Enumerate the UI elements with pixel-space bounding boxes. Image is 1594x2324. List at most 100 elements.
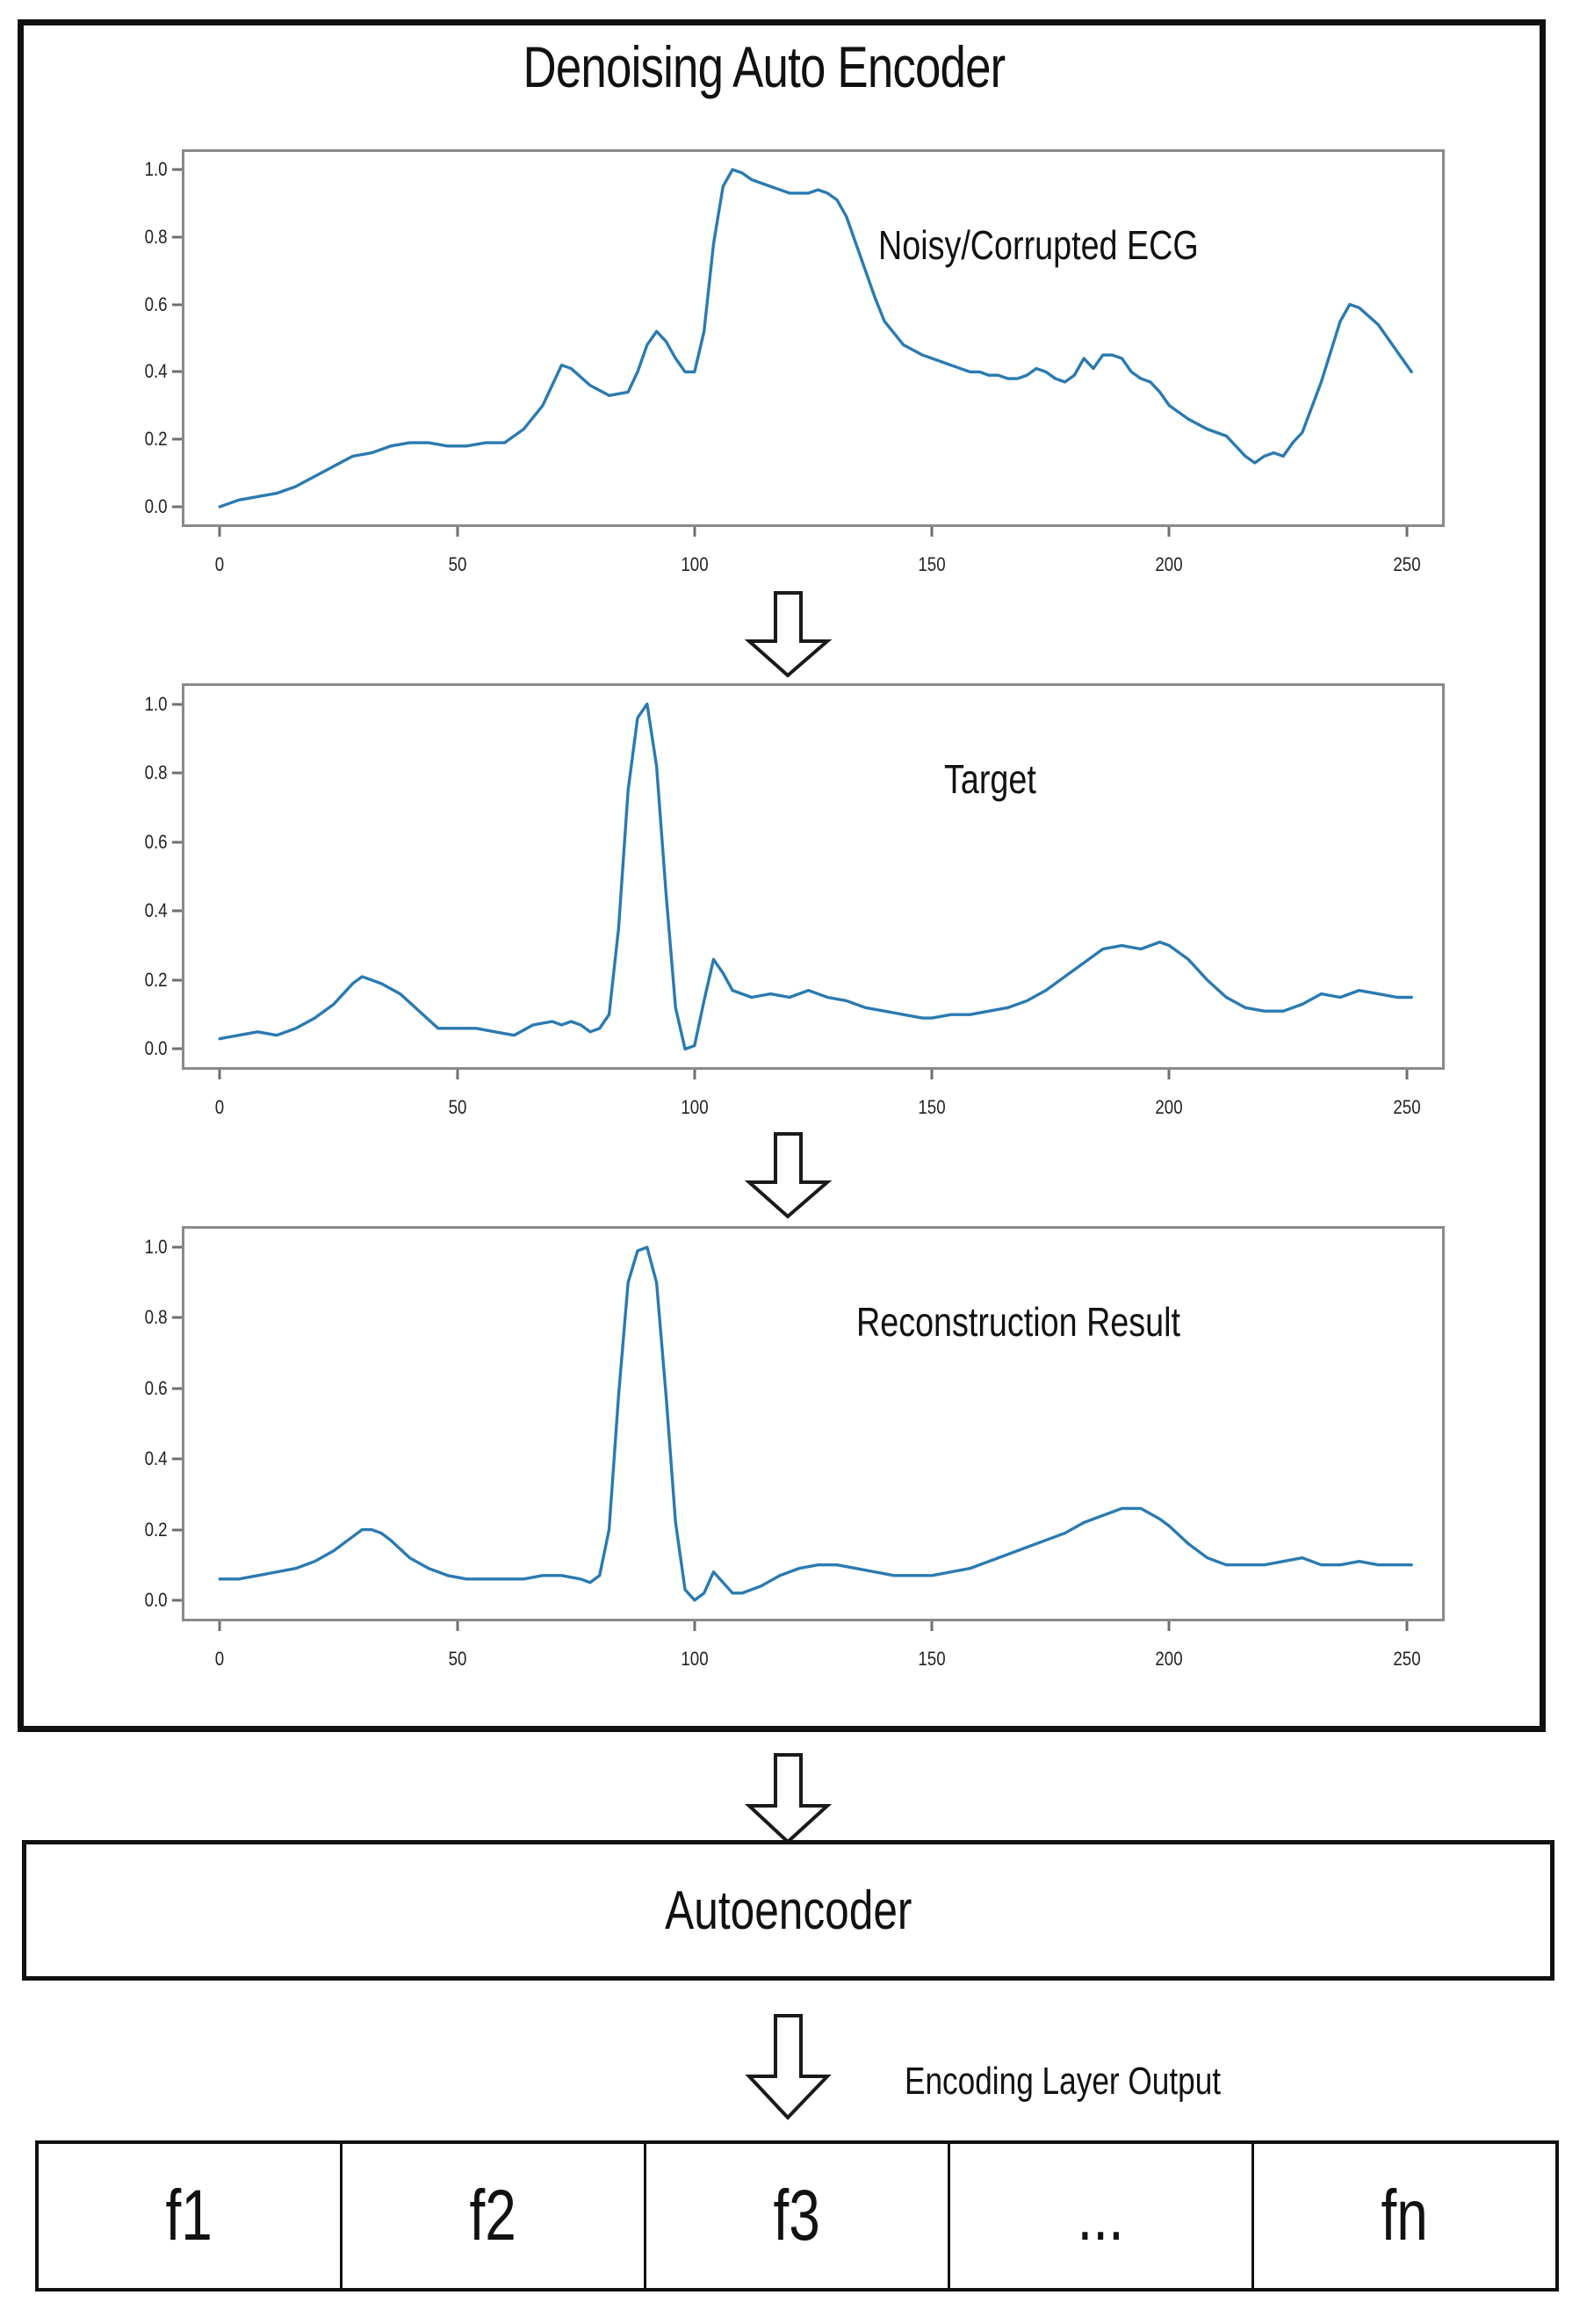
x-tick-label: 0: [215, 553, 225, 575]
x-tick-label: 250: [1393, 1096, 1421, 1118]
x-tick-mark: [1405, 1070, 1409, 1079]
y-tick-label: 0.2: [144, 968, 168, 991]
x-tick-mark: [218, 527, 221, 537]
chart-line-reconstruction: [182, 1226, 1445, 1621]
chart-panel-noisy-ecg: 0.0 0.2 0.4 0.6 0.8 1.0 0 50 100 150 200 250: [145, 149, 1445, 575]
y-tick-mark: [172, 370, 182, 373]
x-tick-label: 250: [1393, 553, 1421, 575]
y-tick-label: 0.6: [144, 292, 168, 315]
chart-label-noisy-ecg: Noisy/Corrupted ECG: [878, 222, 1199, 268]
y-tick-mark: [172, 505, 182, 509]
x-tick-label: 200: [1155, 1648, 1184, 1670]
y-tick-mark: [172, 841, 182, 844]
page-title: Denoising Auto Encoder: [523, 34, 1006, 99]
y-tick-label: 0.6: [144, 1376, 168, 1399]
y-tick-mark: [172, 1047, 182, 1050]
x-tick-mark: [218, 1621, 221, 1631]
feature-cell-label: f3: [773, 2176, 821, 2255]
flow-arrow-4: [742, 2013, 834, 2120]
autoencoder-box-label-text: Autoencoder: [664, 1880, 912, 1941]
feature-vector-row: f1 f2 f3... fn: [35, 2140, 1559, 2292]
x-tick-label: 50: [448, 553, 466, 575]
x-tick-mark: [693, 1070, 696, 1079]
x-tick-mark: [456, 527, 459, 537]
y-tick-mark: [172, 168, 182, 171]
x-tick-label: 0: [215, 1648, 225, 1670]
y-tick-label: 1.0: [144, 1236, 168, 1259]
x-tick-mark: [930, 527, 934, 537]
y-tick-label: 0.8: [144, 761, 168, 784]
x-tick-label: 250: [1393, 1648, 1421, 1670]
feature-cell-1[interactable]: f1: [39, 2144, 343, 2288]
y-tick-label: 0.8: [144, 225, 168, 248]
x-tick-label: 50: [448, 1096, 466, 1118]
y-tick-label: 0.0: [144, 1037, 168, 1060]
x-tick-label: 100: [681, 1096, 709, 1118]
chart-frame: [182, 683, 1445, 1070]
x-tick-mark: [1167, 1621, 1171, 1631]
x-tick-mark: [1167, 527, 1171, 537]
feature-cell-2[interactable]: f2: [343, 2144, 646, 2288]
y-tick-mark: [172, 1528, 182, 1532]
autoencoder-box: Autoencoder: [22, 1840, 1554, 1981]
y-tick-mark: [172, 437, 182, 441]
y-tick-label: 0.6: [144, 830, 168, 853]
y-tick-label: 0.2: [144, 1518, 168, 1541]
y-tick-mark: [172, 1316, 182, 1319]
y-tick-label: 1.0: [144, 692, 168, 715]
y-tick-label: 0.4: [144, 360, 168, 383]
y-tick-label: 0.0: [144, 1588, 168, 1611]
y-tick-label: 0.4: [144, 1447, 168, 1470]
y-tick-mark: [172, 771, 182, 775]
y-tick-mark: [172, 1387, 182, 1390]
y-tick-label: 0.2: [144, 428, 168, 451]
x-tick-mark: [930, 1070, 934, 1079]
x-tick-mark: [1405, 1621, 1409, 1631]
x-tick-mark: [456, 1070, 459, 1079]
y-tick-mark: [172, 1245, 182, 1249]
y-tick-mark: [172, 1599, 182, 1602]
chart-line-target: [182, 683, 1445, 1070]
feature-cell-label: f1: [165, 2176, 213, 2255]
x-tick-mark: [218, 1070, 221, 1079]
y-tick-label: 0.4: [144, 899, 168, 922]
feature-cell-label: fn: [1381, 2176, 1429, 2255]
x-tick-label: 200: [1155, 553, 1184, 575]
encoding-layer-output-label: Encoding Layer Output: [905, 2060, 1222, 2103]
y-tick-label: 0.8: [144, 1306, 168, 1329]
y-tick-mark: [172, 1457, 182, 1461]
chart-frame: [182, 149, 1445, 527]
x-tick-label: 50: [448, 1648, 466, 1670]
feature-cell-label: ...: [1077, 2176, 1125, 2255]
y-tick-mark: [172, 703, 182, 706]
feature-cell-3[interactable]: f3: [646, 2144, 950, 2288]
x-tick-mark: [930, 1621, 934, 1631]
y-tick-label: 0.0: [144, 494, 168, 517]
x-tick-label: 150: [918, 553, 946, 575]
x-tick-mark: [693, 527, 696, 537]
y-tick-mark: [172, 303, 182, 307]
x-tick-label: 0: [215, 1096, 225, 1118]
chart-frame: [182, 1226, 1445, 1621]
y-tick-mark: [172, 909, 182, 913]
chart-label-reconstruction: Reconstruction Result: [856, 1299, 1180, 1345]
x-tick-mark: [1405, 527, 1409, 537]
x-tick-label: 150: [918, 1096, 946, 1118]
flow-arrow-3: [742, 1752, 834, 1844]
x-tick-mark: [456, 1621, 459, 1631]
chart-panel-target: 0.0 0.2 0.4 0.6 0.8 1.0 0 50 100 150 200 250: [145, 683, 1445, 1118]
x-tick-label: 100: [681, 553, 709, 575]
y-tick-label: 1.0: [144, 158, 168, 181]
x-tick-label: 150: [918, 1648, 946, 1670]
x-tick-mark: [1167, 1070, 1171, 1079]
x-tick-label: 200: [1155, 1096, 1184, 1118]
feature-cell-4[interactable]: ...: [950, 2144, 1254, 2288]
flow-arrow-2: [742, 1131, 834, 1219]
y-tick-mark: [172, 978, 182, 982]
autoencoder-box-label: Autoencoder: [26, 1844, 1550, 1976]
y-tick-mark: [172, 235, 182, 239]
flow-arrow-1: [742, 590, 834, 678]
feature-cell-5[interactable]: fn: [1254, 2144, 1555, 2288]
x-tick-mark: [693, 1621, 696, 1631]
